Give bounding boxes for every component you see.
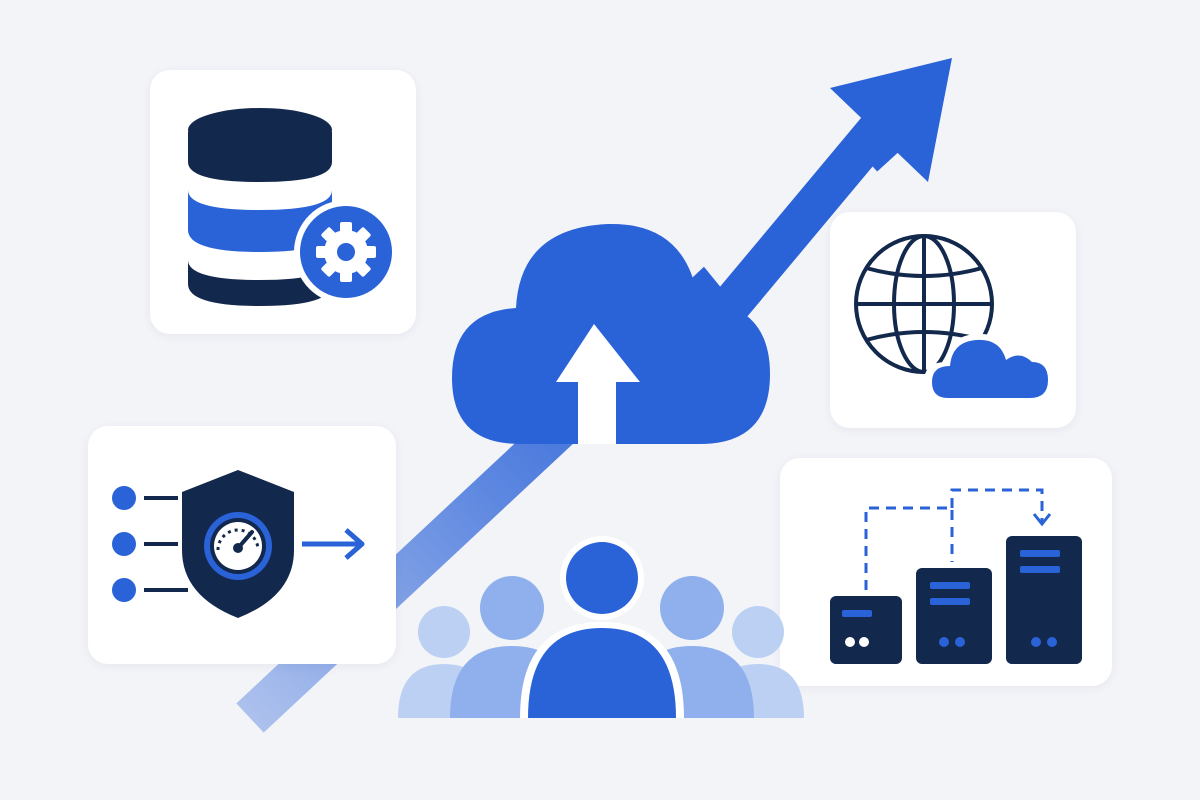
database-gear-icon — [188, 108, 398, 306]
arrow-down-icon — [1032, 513, 1052, 527]
shield-speedometer-icon — [112, 470, 365, 618]
server-large-icon — [1006, 536, 1082, 664]
global-cloud-card — [830, 212, 1076, 428]
growth-arrow-head — [830, 58, 952, 182]
gear-icon — [294, 200, 398, 304]
speedometer-icon — [204, 512, 272, 580]
server-small-icon — [830, 596, 902, 664]
globe-cloud-icon — [854, 234, 1054, 402]
dashed-connector — [864, 488, 1044, 590]
cloud-shape — [452, 223, 770, 444]
cloud-icon — [924, 333, 1054, 402]
list-icon — [112, 486, 188, 602]
arrow-right-icon — [302, 528, 365, 560]
database-cylinder — [188, 108, 332, 306]
upload-arrow-icon — [556, 324, 640, 444]
globe-icon — [854, 234, 994, 374]
server-scaling-icon — [830, 488, 1082, 664]
user-center — [520, 536, 684, 718]
database-card — [150, 70, 416, 334]
server-scaling-card — [780, 458, 1112, 686]
security-card — [88, 426, 396, 664]
server-medium-icon — [916, 568, 992, 664]
